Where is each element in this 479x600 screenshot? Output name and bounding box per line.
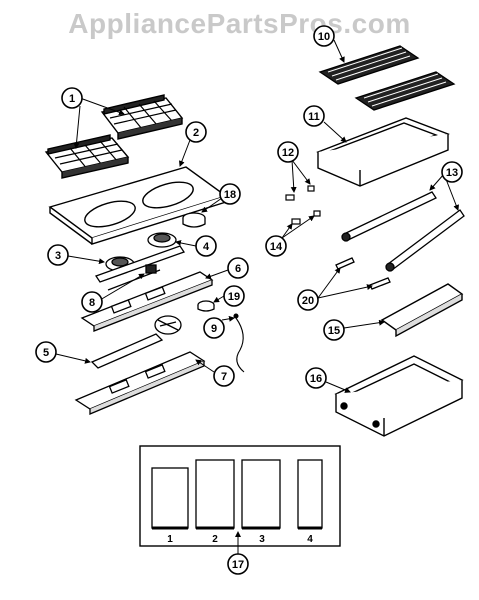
svg-text:14: 14: [270, 241, 283, 253]
svg-text:9: 9: [211, 323, 217, 335]
svg-text:10: 10: [318, 31, 330, 43]
burner-tray-6: [80, 271, 214, 332]
svg-text:12: 12: [282, 147, 294, 159]
burner-assembly: [94, 232, 186, 291]
callout-11: 11: [303, 105, 325, 127]
griddle-pan: [316, 117, 450, 187]
callout-10: 10: [313, 25, 335, 47]
svg-text:6: 6: [235, 263, 241, 275]
svg-text:8: 8: [89, 297, 95, 309]
callout-7: 7: [213, 365, 235, 387]
control-knob-18: [182, 212, 206, 228]
svg-text:1: 1: [69, 93, 75, 105]
svg-text:2: 2: [193, 127, 199, 139]
burner-5: [90, 315, 182, 369]
svg-text:20: 20: [302, 295, 314, 307]
burner-tray-7: [74, 351, 206, 415]
igniter-wire-9: [233, 313, 245, 373]
panel-label-2: 2: [212, 534, 218, 545]
callout-16: 16: [305, 367, 327, 389]
svg-text:7: 7: [221, 371, 227, 383]
callout-9: 9: [203, 317, 225, 339]
brackets-20: [335, 257, 391, 290]
callout-6: 6: [227, 257, 249, 279]
panel-label-1: 1: [167, 534, 173, 545]
callout-20: 20: [297, 289, 319, 311]
grate-right: [100, 94, 184, 140]
callout-13: 13: [441, 161, 463, 183]
svg-text:13: 13: [446, 167, 458, 179]
svg-text:5: 5: [43, 347, 49, 359]
callout-12: 12: [277, 141, 299, 163]
svg-text:15: 15: [328, 325, 340, 337]
filler-panels-box: [139, 445, 341, 547]
callout-3: 3: [47, 244, 69, 266]
callout-1: 1: [61, 87, 83, 109]
cooktop-panel: [48, 166, 228, 245]
grate-left: [44, 134, 130, 179]
svg-text:3: 3: [55, 250, 61, 262]
drip-tray-16: [334, 355, 464, 437]
callout-15: 15: [323, 319, 345, 341]
svg-text:16: 16: [310, 373, 322, 385]
svg-text:4: 4: [203, 241, 210, 253]
callout-14: 14: [265, 235, 287, 257]
callout-4: 4: [195, 235, 217, 257]
callout-19: 19: [223, 285, 245, 307]
heat-deflector-15: [380, 283, 464, 338]
clips-12-14: [285, 185, 321, 225]
callout-18: 18: [219, 183, 241, 205]
control-knob-19: [197, 300, 215, 312]
callout-17: 17: [227, 553, 249, 575]
callout-2: 2: [185, 121, 207, 143]
callout-5: 5: [35, 341, 57, 363]
grill-grate-left: [318, 45, 420, 85]
svg-text:11: 11: [308, 111, 320, 123]
svg-text:17: 17: [232, 559, 244, 571]
panel-label-3: 3: [259, 534, 265, 545]
leader-lines: [55, 39, 459, 556]
burner-tubes-13: [341, 191, 465, 272]
panel-label-4: 4: [307, 534, 313, 545]
grill-grate-right: [354, 71, 456, 111]
callout-8: 8: [81, 291, 103, 313]
svg-text:18: 18: [224, 189, 236, 201]
svg-text:19: 19: [228, 291, 240, 303]
